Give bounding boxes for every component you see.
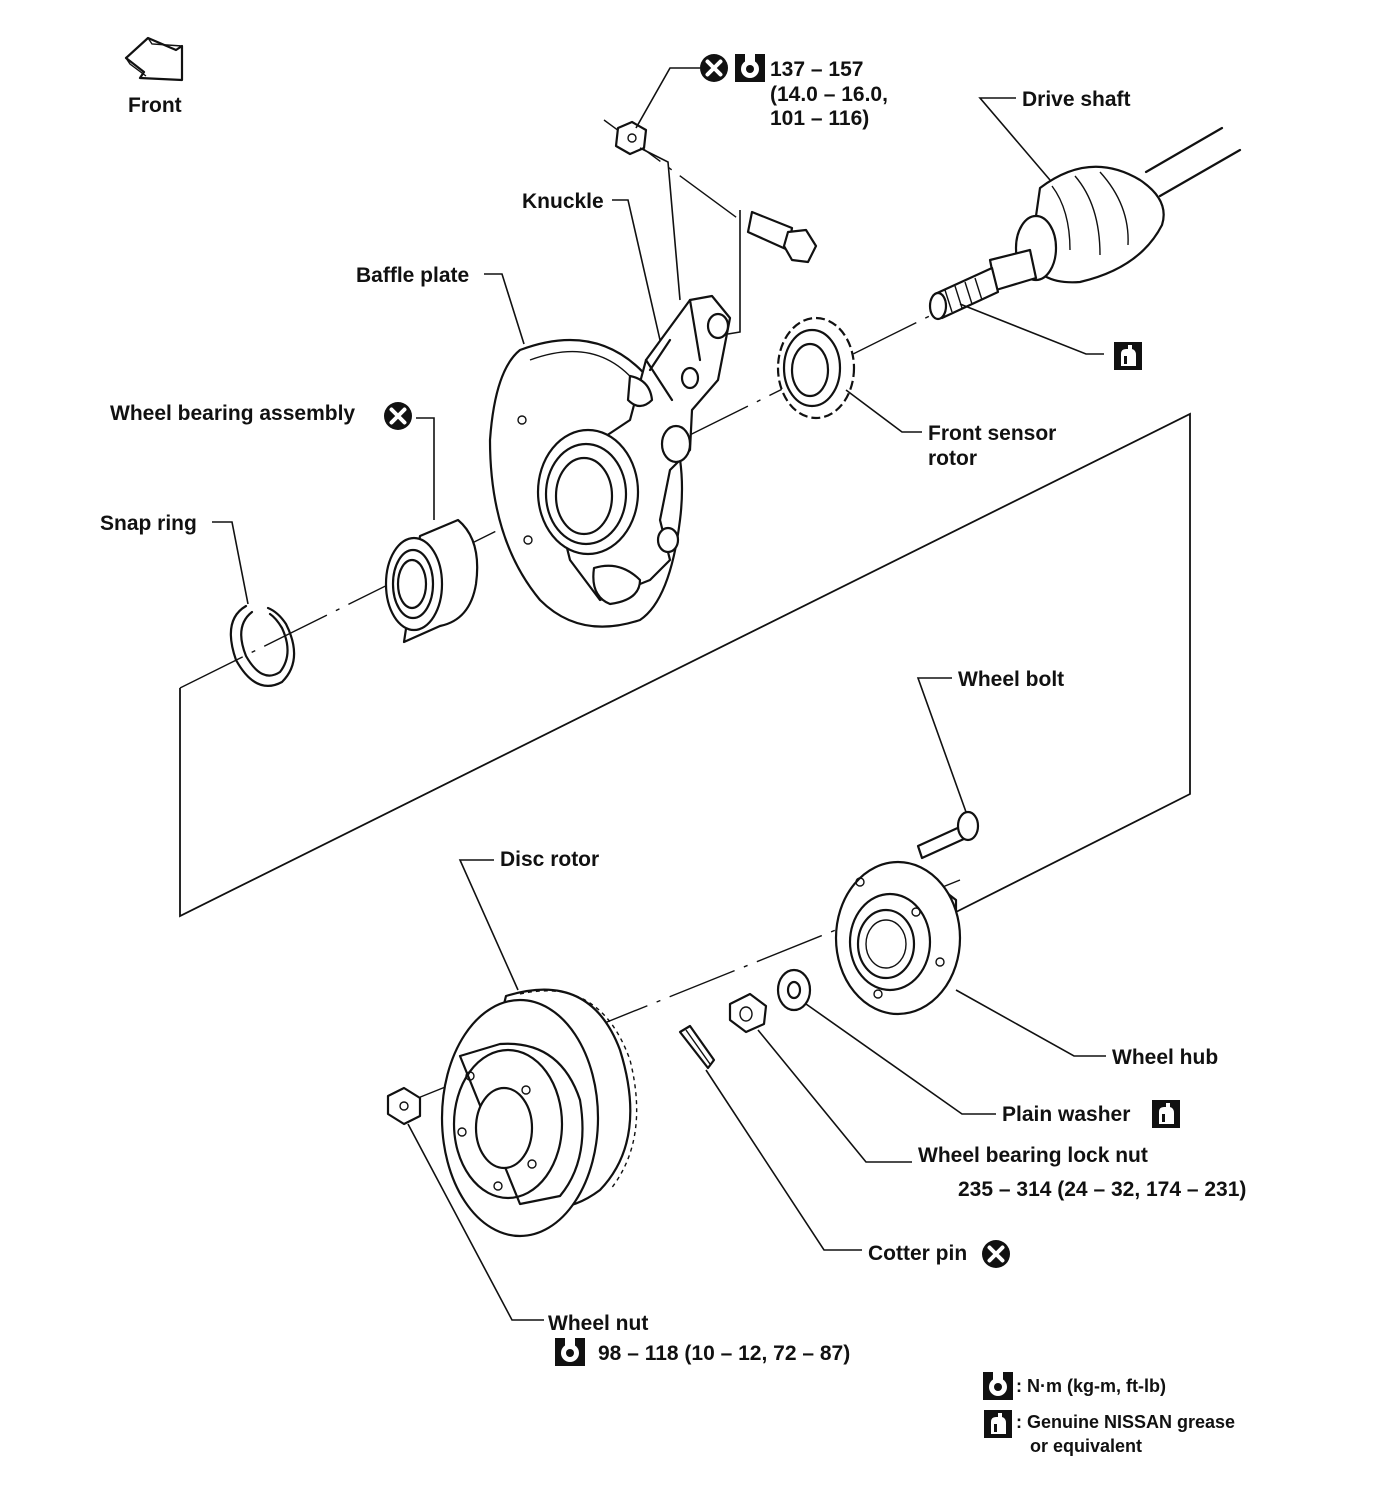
wheel-bolt: [916, 810, 980, 860]
knuckle-bolt: [746, 210, 818, 264]
wheel-nut-label: Wheel nut: [548, 1312, 648, 1335]
disc-rotor: [440, 988, 638, 1238]
snap-ring-label: Snap ring: [100, 512, 197, 535]
knuckle: [536, 294, 732, 606]
knuckle-label: Knuckle: [522, 190, 604, 213]
drive-shaft-label: Drive shaft: [1022, 88, 1131, 111]
grease-icon: [984, 1410, 1012, 1438]
disc-rotor-label: Disc rotor: [500, 848, 599, 871]
leader-cotter-pin: [705, 1069, 862, 1251]
knuckle-bolt-line: [639, 147, 681, 301]
leader-wheel-hub: [955, 989, 1106, 1057]
lock-nut-torque: 235 – 314 (24 – 32, 174 – 231): [958, 1178, 1246, 1201]
leader-wheel-bearing: [416, 417, 435, 520]
wheel-nut: [386, 1086, 422, 1126]
leader-disc-rotor: [458, 859, 519, 991]
legend: : N·m (kg-m, ft-lb) : Genuine NISSAN gre…: [983, 1372, 1235, 1456]
sensor-rotor-label-2: rotor: [928, 447, 977, 470]
plain-washer-label: Plain washer: [1002, 1103, 1130, 1126]
wheel-bolt-label: Wheel bolt: [958, 668, 1064, 691]
connection-frame: [179, 412, 1191, 918]
drive-shaft: [928, 126, 1242, 321]
knuckle-nut-torque-3: 101 – 116): [770, 107, 869, 130]
legend-grease-text-1: : Genuine NISSAN grease: [1016, 1412, 1235, 1432]
leader-lock-nut: [757, 1029, 912, 1163]
leader-baffle-plate: [484, 273, 525, 345]
leader-snap-ring: [212, 521, 249, 605]
wheel-nut-torque: 98 – 118 (10 – 12, 72 – 87): [598, 1342, 850, 1365]
torque-wrench-icon: [735, 54, 765, 82]
leader-knuckle-nut: [635, 67, 700, 129]
replace-icon: [382, 400, 414, 432]
bolt-bracket-line: [727, 210, 741, 335]
cotter-pin-label: Cotter pin: [868, 1242, 967, 1265]
leader-axle-grease: [959, 303, 1104, 355]
wheel-bearing-label: Wheel bearing assembly: [110, 402, 355, 425]
wheel-hub-label: Wheel hub: [1112, 1046, 1218, 1069]
leader-knuckle: [612, 199, 661, 341]
legend-grease-text-2: or equivalent: [1030, 1436, 1142, 1456]
baffle-plate-label: Baffle plate: [356, 264, 469, 287]
grease-icon: [1114, 342, 1142, 370]
knuckle-nut: [614, 120, 648, 156]
front-arrow-icon: [124, 36, 184, 82]
torque-wrench-icon: [983, 1372, 1013, 1400]
axis-upper: [179, 285, 991, 689]
snap-ring: [229, 604, 296, 687]
replace-icon: [698, 52, 730, 84]
wheel-bearing: [384, 518, 479, 644]
leader-drive-shaft: [978, 97, 1051, 181]
leader-plain-washer: [805, 1003, 996, 1115]
knuckle-nut-torque-1: 137 – 157: [770, 58, 863, 81]
front-label: Front: [128, 94, 182, 117]
torque-wrench-icon: [555, 1338, 585, 1366]
leader-wheel-nut: [407, 1123, 544, 1321]
plain-washer: [776, 968, 812, 1012]
wheel-bearing-lock-nut: [728, 992, 768, 1034]
cotter-pin: [678, 1024, 716, 1070]
legend-torque-text: : N·m (kg-m, ft-lb): [1016, 1376, 1166, 1396]
sensor-rotor-label-1: Front sensor: [928, 422, 1056, 445]
grease-icon: [1152, 1100, 1180, 1128]
lock-nut-label: Wheel bearing lock nut: [918, 1144, 1148, 1167]
leader-sensor-rotor: [845, 389, 922, 433]
front-sensor-rotor: [776, 316, 856, 420]
replace-icon: [980, 1238, 1012, 1270]
wheel-hub: [834, 860, 962, 1016]
leader-wheel-bolt: [916, 677, 967, 813]
knuckle-nut-torque-2: (14.0 – 16.0,: [770, 83, 888, 106]
